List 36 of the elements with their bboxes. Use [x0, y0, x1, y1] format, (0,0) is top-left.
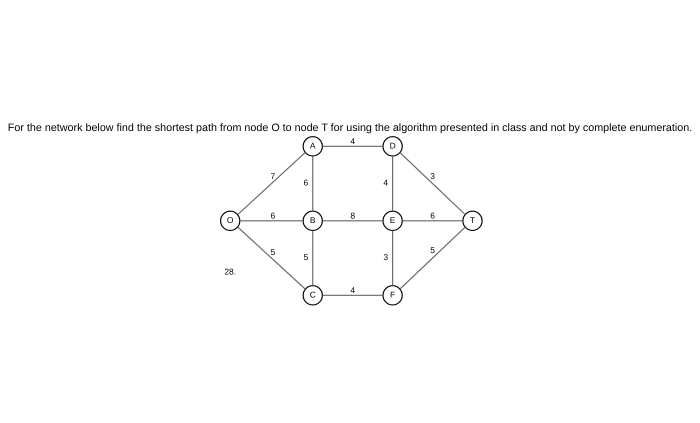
- edge-label: 5: [303, 252, 308, 262]
- connector: [322, 145, 383, 146]
- edge-label: 3: [430, 170, 435, 181]
- node-circle: B: [302, 210, 323, 230]
- edge-label: 3: [383, 252, 388, 262]
- connector: [392, 230, 394, 286]
- node-circle: O: [220, 210, 240, 230]
- label: 28.: [224, 266, 236, 276]
- connector: [322, 220, 383, 221]
- edge-label: 5: [430, 244, 435, 254]
- node-circle: F: [382, 284, 403, 305]
- node-circle: C: [302, 284, 323, 305]
- connector: [322, 294, 383, 296]
- connector: [237, 152, 306, 214]
- diagram-title: For the network below find the shortest path from node O to node T for using the algorithm presented in class and not by complete enumeration.: [8, 121, 692, 134]
- connector: [237, 226, 306, 290]
- node-circle: A: [302, 136, 323, 156]
- connector: [400, 152, 466, 214]
- connector: [312, 156, 314, 211]
- connector: [312, 230, 314, 286]
- node-circle: D: [382, 136, 403, 156]
- node-circle: E: [382, 210, 403, 230]
- edge-label: 4: [350, 284, 356, 294]
- edge-label: 4: [383, 177, 388, 188]
- edge-label: 4: [350, 135, 356, 146]
- edge-label: 6: [430, 210, 435, 220]
- edge-label: 8: [350, 210, 356, 220]
- connector: [400, 226, 466, 289]
- edge-label: 6: [303, 177, 308, 188]
- edge-label: 6: [270, 210, 276, 220]
- edge-label: 7: [270, 170, 276, 181]
- connector: [240, 220, 303, 221]
- node-circle: T: [462, 210, 483, 230]
- connector: [392, 156, 394, 211]
- connector: [402, 220, 463, 221]
- edge-label: 5: [270, 246, 276, 257]
